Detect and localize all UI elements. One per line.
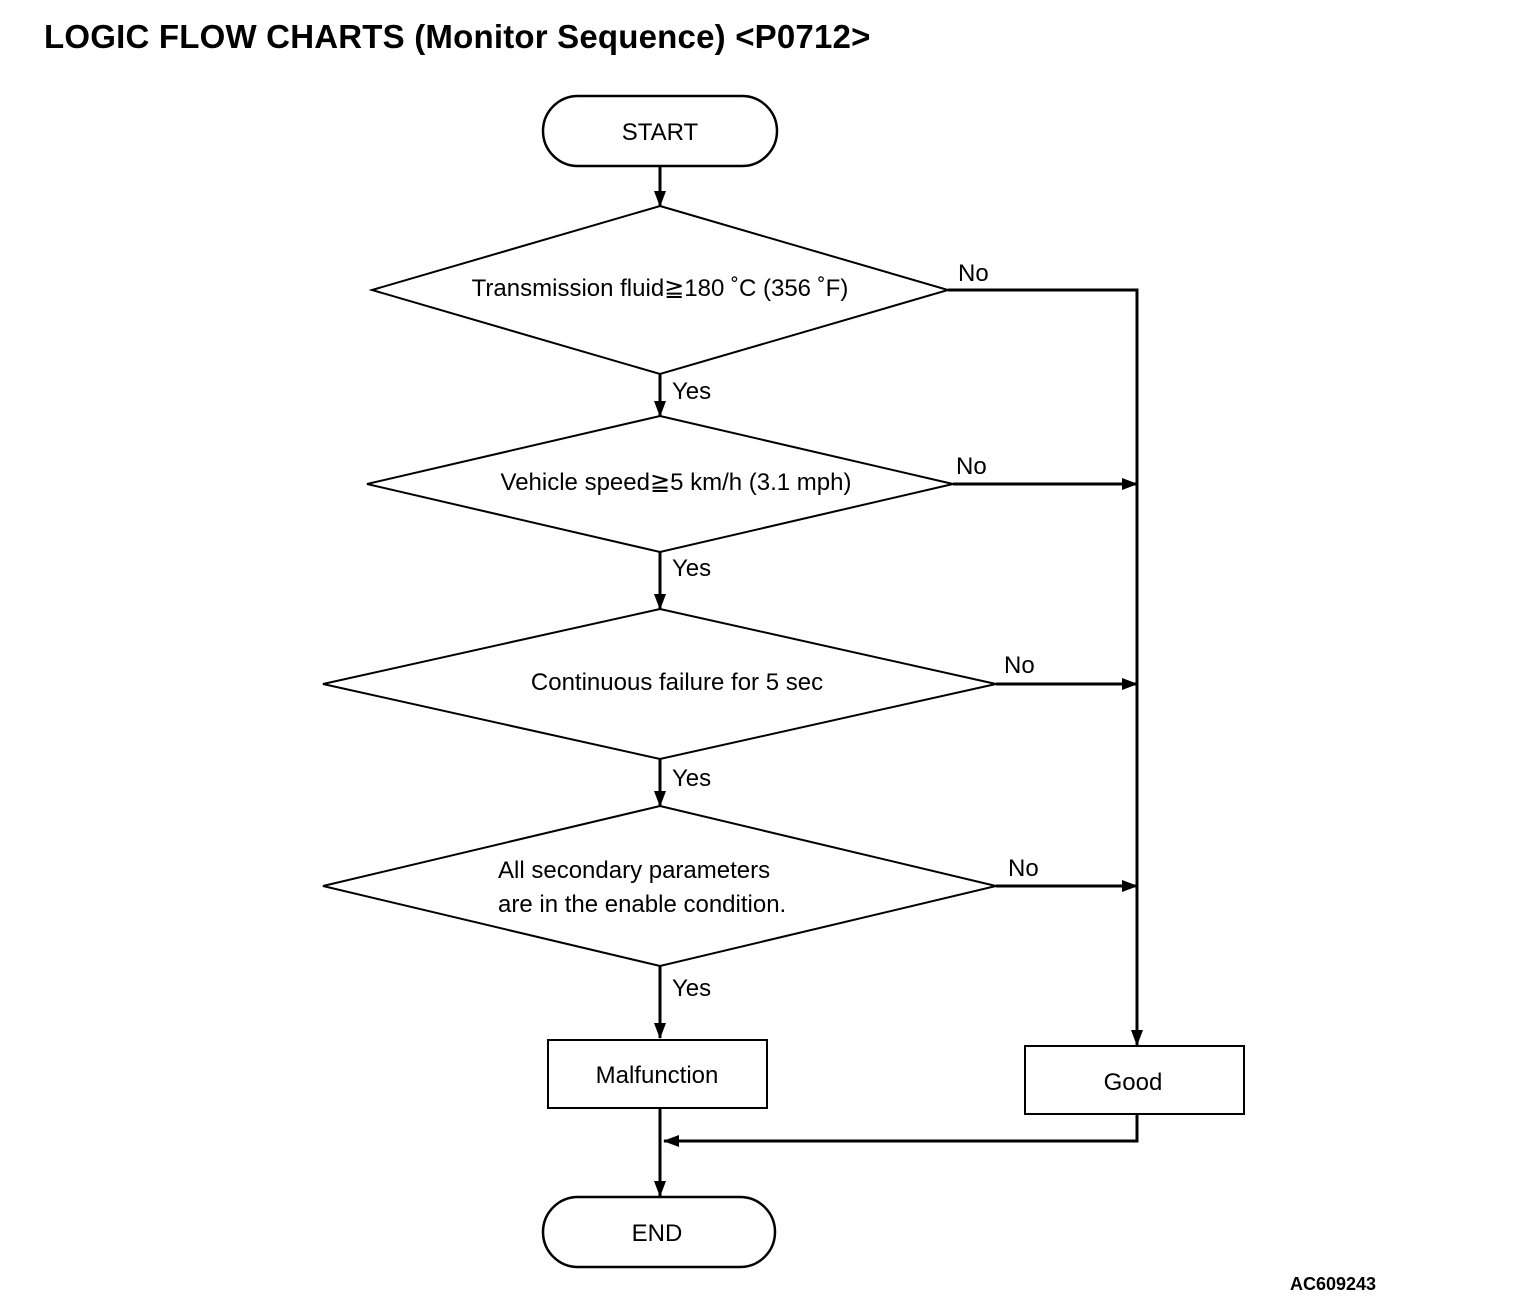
connector-good-to-end [663,1114,1139,1147]
good-box: Good [1024,1045,1245,1115]
decision3-yes-label: Yes [672,765,711,792]
decision3-no-label: No [1004,652,1035,679]
decision1-yes-label: Yes [672,378,711,405]
decision-continuous-failure-label: Continuous failure for 5 sec [531,669,823,696]
decision-transmission-fluid: Transmission fluid≧180 ˚C (356 ˚F) [368,204,952,376]
connector-decision1-no [948,288,1143,1046]
decision-vehicle-speed-label: Vehicle speed≧5 km/h (3.1 mph) [501,469,852,496]
decision2-yes-label: Yes [672,555,711,582]
decision-vehicle-speed: Vehicle speed≧5 km/h (3.1 mph) [366,414,954,554]
end-terminal: END [541,1195,777,1269]
decision-secondary-parameters-label-line1: All secondary parameters [498,857,770,884]
decision4-yes-label: Yes [672,975,711,1002]
good-label: Good [1104,1069,1163,1096]
page-title: LOGIC FLOW CHARTS (Monitor Sequence) <P0… [44,18,871,55]
malfunction-label: Malfunction [596,1062,719,1089]
figure-code: AC609243 [1290,1274,1377,1294]
malfunction-box: Malfunction [547,1039,768,1109]
decision-transmission-fluid-label: Transmission fluid≧180 ˚C (356 ˚F) [472,275,849,302]
start-terminal: START [541,94,779,168]
decision2-no-label: No [956,453,987,480]
decision-secondary-parameters-label-line2: are in the enable condition. [498,891,786,918]
decision-continuous-failure: Continuous failure for 5 sec [322,607,997,761]
start-label: START [622,119,699,146]
decision-secondary-parameters: All secondary parameters are in the enab… [322,804,997,968]
decision1-no-label: No [958,260,989,287]
decision4-no-label: No [1008,855,1039,882]
end-label: END [632,1220,683,1247]
